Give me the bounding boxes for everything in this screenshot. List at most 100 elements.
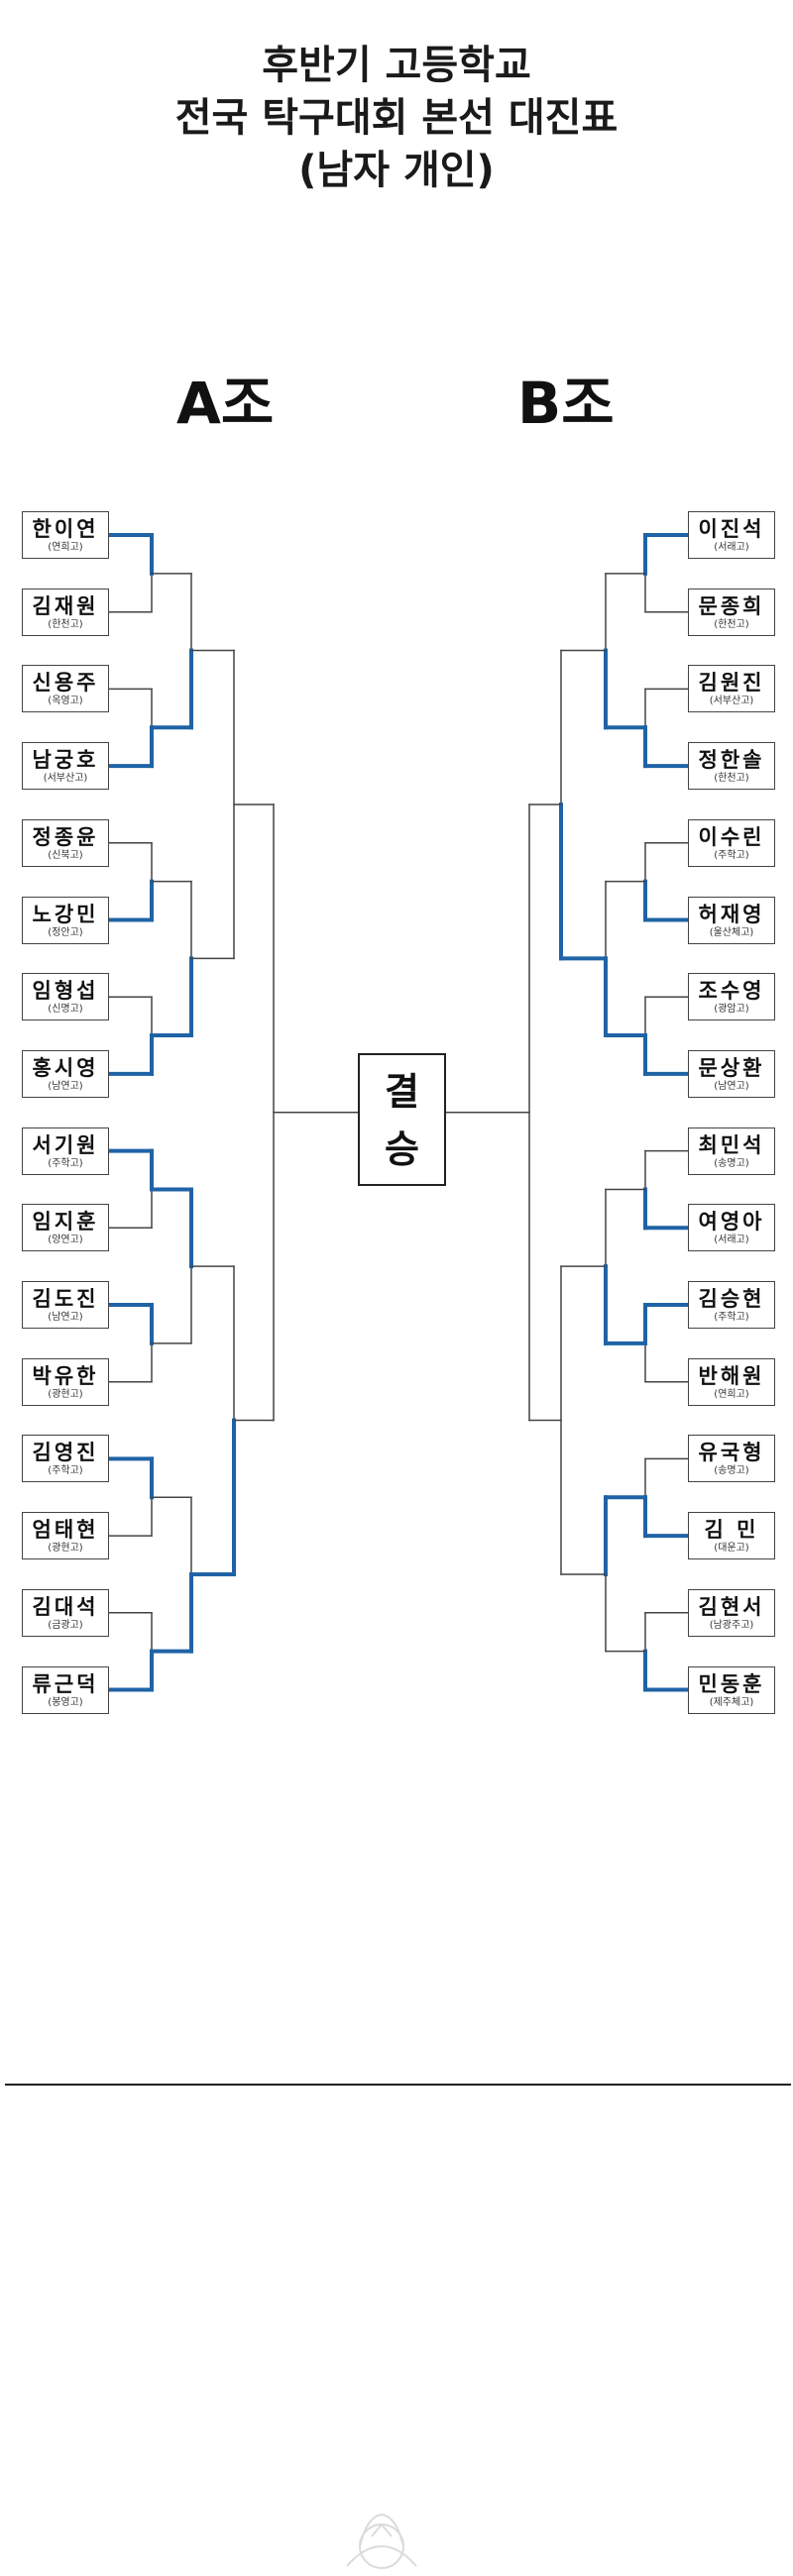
- player-school: (남광주고): [709, 1620, 754, 1631]
- player-school: (주학고): [714, 1312, 749, 1323]
- group-b-label: B조: [517, 370, 615, 437]
- player-school: (주학고): [714, 850, 749, 861]
- player-box: 김원진(서부산고): [688, 665, 775, 712]
- player-school: (봉영고): [48, 1697, 83, 1708]
- player-name: 최민석: [698, 1133, 765, 1157]
- final-box: 결승: [358, 1053, 446, 1186]
- player-school: (주학고): [48, 1158, 83, 1169]
- player-school: (광현고): [48, 1543, 83, 1554]
- player-school: (금광고): [48, 1620, 83, 1631]
- player-name: 이진석: [698, 517, 765, 541]
- player-box: 정종윤(신북고): [22, 819, 109, 867]
- player-box: 서기원(주학고): [22, 1127, 109, 1175]
- player-name: 박유한: [32, 1364, 99, 1388]
- player-box: 김 민(대운고): [688, 1512, 775, 1559]
- player-box: 정한솔(한천고): [688, 742, 775, 790]
- player-box: 문종희(한천고): [688, 589, 775, 636]
- player-name: 문상환: [698, 1056, 765, 1080]
- player-box: 최민석(송명고): [688, 1127, 775, 1175]
- player-box: 김영진(주학고): [22, 1435, 109, 1482]
- player-name: 김영진: [32, 1441, 99, 1464]
- player-name: 신용주: [32, 671, 99, 695]
- player-name: 임형섭: [32, 979, 99, 1003]
- player-name: 조수영: [698, 979, 765, 1003]
- player-box: 민동훈(제주체고): [688, 1666, 775, 1714]
- player-school: (서부산고): [709, 696, 754, 706]
- player-name: 허재영: [698, 903, 765, 926]
- player-name: 김원진: [698, 671, 765, 695]
- player-box: 김현서(남광주고): [688, 1589, 775, 1637]
- player-name: 이수린: [698, 825, 765, 849]
- player-box: 조수영(광암고): [688, 973, 775, 1020]
- player-box: 신용주(옥영고): [22, 665, 109, 712]
- player-school: (남연고): [714, 1081, 749, 1092]
- player-box: 김승현(주학고): [688, 1281, 775, 1329]
- player-school: (남연고): [48, 1081, 83, 1092]
- player-box: 허재영(울산체고): [688, 897, 775, 944]
- player-school: (송명고): [714, 1158, 749, 1169]
- player-name: 김승현: [698, 1287, 765, 1311]
- player-school: (울산체고): [709, 927, 754, 938]
- player-school: (양연고): [48, 1234, 83, 1245]
- player-name: 홍시영: [32, 1056, 99, 1080]
- player-box: 이진석(서래고): [688, 511, 775, 559]
- player-school: (연희고): [48, 542, 83, 553]
- player-name: 정종윤: [32, 825, 99, 849]
- player-school: (한천고): [48, 619, 83, 630]
- player-name: 여영아: [698, 1210, 765, 1234]
- player-school: (서래고): [714, 1234, 749, 1245]
- player-school: (서부산고): [43, 773, 88, 784]
- player-box: 반해원(연희고): [688, 1358, 775, 1406]
- player-school: (대운고): [714, 1543, 749, 1554]
- player-box: 김도진(남연고): [22, 1281, 109, 1329]
- player-school: (제주체고): [709, 1697, 754, 1708]
- player-name: 김대석: [32, 1595, 99, 1619]
- divider-line: [5, 2084, 791, 2086]
- player-box: 여영아(서래고): [688, 1204, 775, 1251]
- title-line-3: (남자 개인): [298, 148, 495, 193]
- player-school: (주학고): [48, 1465, 83, 1476]
- player-name: 문종희: [698, 594, 765, 618]
- player-box: 엄태현(광현고): [22, 1512, 109, 1559]
- player-box: 임형섭(신명고): [22, 973, 109, 1020]
- emblem-icon: [346, 2513, 417, 2569]
- player-box: 류근덕(봉영고): [22, 1666, 109, 1714]
- player-name: 류근덕: [32, 1672, 99, 1696]
- player-name: 민동훈: [698, 1672, 765, 1696]
- player-name: 김 민: [704, 1518, 759, 1542]
- player-box: 남궁호(서부산고): [22, 742, 109, 790]
- player-name: 유국형: [698, 1441, 765, 1464]
- title-line-1: 후반기 고등학교: [262, 43, 531, 88]
- player-school: (신북고): [48, 850, 83, 861]
- player-school: (송명고): [714, 1465, 749, 1476]
- player-name: 김재원: [32, 594, 99, 618]
- title-line-2: 전국 탁구대회 본선 대진표: [174, 95, 619, 141]
- player-box: 노강민(정안고): [22, 897, 109, 944]
- player-school: (광암고): [714, 1004, 749, 1015]
- player-name: 정한솔: [698, 748, 765, 772]
- player-school: (옥영고): [48, 696, 83, 706]
- player-name: 김도진: [32, 1287, 99, 1311]
- player-box: 문상환(남연고): [688, 1050, 775, 1098]
- player-box: 임지훈(양연고): [22, 1204, 109, 1251]
- player-school: (서래고): [714, 542, 749, 553]
- player-name: 한이연: [32, 517, 99, 541]
- player-name: 남궁호: [32, 748, 99, 772]
- player-name: 김현서: [698, 1595, 765, 1619]
- player-school: (한천고): [714, 773, 749, 784]
- player-name: 노강민: [32, 903, 99, 926]
- player-box: 박유한(광현고): [22, 1358, 109, 1406]
- player-school: (연희고): [714, 1389, 749, 1400]
- player-name: 임지훈: [32, 1210, 99, 1234]
- player-school: (한천고): [714, 619, 749, 630]
- player-box: 홍시영(남연고): [22, 1050, 109, 1098]
- player-school: (광현고): [48, 1389, 83, 1400]
- player-name: 서기원: [32, 1133, 99, 1157]
- player-school: (신명고): [48, 1004, 83, 1015]
- player-name: 엄태현: [32, 1518, 99, 1542]
- player-box: 김대석(금광고): [22, 1589, 109, 1637]
- group-a-label: A조: [176, 370, 275, 437]
- player-school: (정안고): [48, 927, 83, 938]
- player-box: 김재원(한천고): [22, 589, 109, 636]
